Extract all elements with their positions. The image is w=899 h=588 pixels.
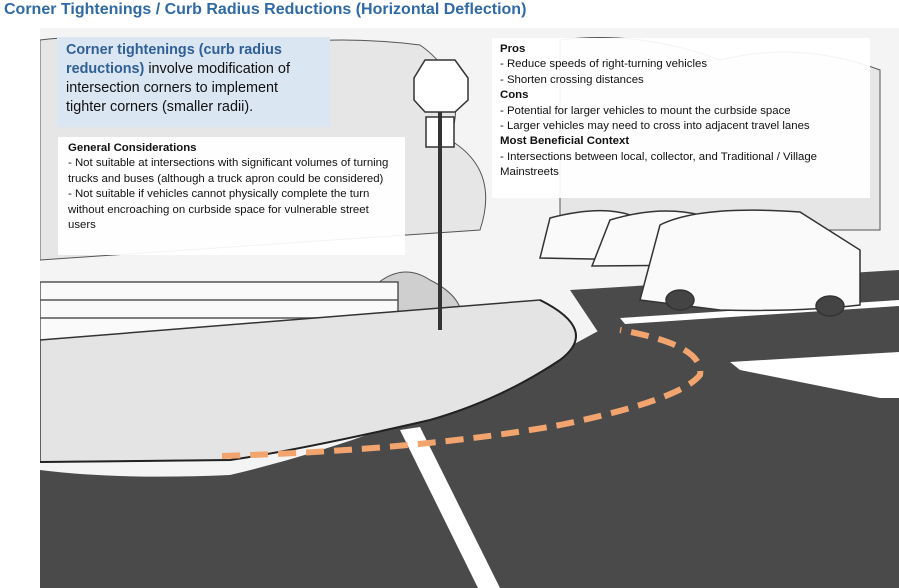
pros-item: - Reduce speeds of right-turning vehicle… [500,58,708,71]
road-surface [40,300,899,588]
intro-highlight: Corner tightenings (curb radius reductio… [66,42,282,77]
context-item: - Intersections between local, collector… [500,150,818,179]
cons-item: - Larger vehicles may need to cross into… [500,120,810,133]
general-considerations-heading: General Considerations [68,142,197,154]
pros-item: - Shorten crossing distances [500,73,644,86]
lane-marking [400,427,500,588]
pros-cons-box: Pros - Reduce speeds of right-turning ve… [492,38,870,198]
general-considerations-item: - Not suitable if vehicles cannot physic… [68,188,370,232]
pros-heading: Pros [500,43,526,55]
page-title: Corner Tightenings / Curb Radius Reducti… [4,1,527,18]
cons-item: - Potential for larger vehicles to mount… [500,104,791,117]
general-considerations-item: - Not suitable at intersections with sig… [68,157,389,185]
intro-callout: Corner tightenings (curb radius reductio… [57,37,330,127]
turning-path [221,327,704,459]
cons-heading: Cons [500,89,529,102]
lane-marking [730,352,899,398]
context-heading: Most Beneficial Context [500,135,630,148]
curb [40,299,577,463]
intro-text: involve modification of intersection cor… [66,61,290,115]
stop-sign [413,59,469,330]
parked-cars [539,209,861,317]
general-considerations-box: General Considerations - Not suitable at… [58,137,405,255]
